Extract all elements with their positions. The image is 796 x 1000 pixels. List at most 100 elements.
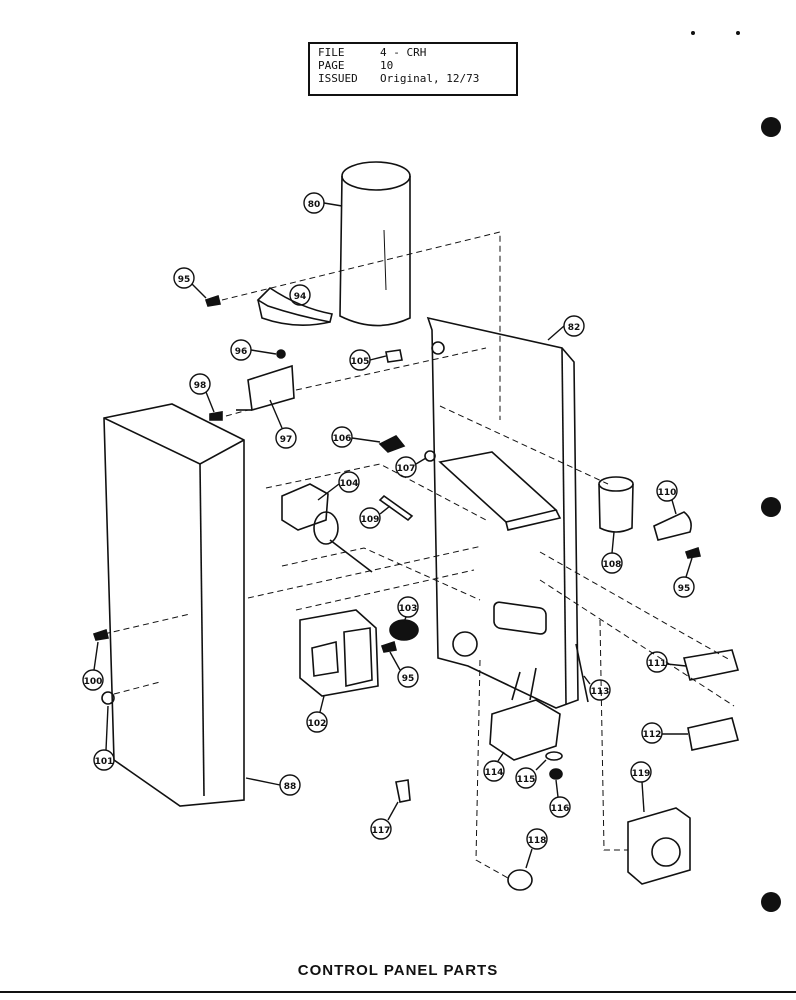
svg-text:101: 101 [95,757,114,767]
svg-text:104: 104 [340,479,359,489]
callout-117: 117 [370,801,399,840]
svg-text:108: 108 [603,560,622,570]
strain-relief-bushing-part [507,869,533,891]
svg-text:112: 112 [643,730,662,740]
callout-118: 118 [525,828,548,869]
washer-part [545,751,563,761]
punch-hole-dot [761,892,781,912]
file-value: 4 - CRH [380,46,427,59]
knob-part [378,434,406,453]
callout-95: 95 [673,557,695,598]
relay-box-part [281,483,373,573]
callout-105: 105 [349,349,387,371]
callout-114: 114 [483,751,505,782]
callout-94: 94 [289,284,311,306]
callout-93: 98 [189,373,215,413]
callout-106: 106 [331,426,381,448]
mounting-bracket-part [236,364,295,412]
callout-95: 95 [389,651,419,688]
callout-110: 110 [656,480,678,515]
terminal-cover-part [389,619,419,641]
punch-hole-dot [761,497,781,517]
file-info-row-file: FILE 4 - CRH [318,46,508,59]
callout-97: 97 [269,399,297,449]
callout-109: 109 [359,505,391,529]
callout-102: 102 [306,695,328,733]
timer-box-part [627,807,691,885]
back-panel-part [426,316,579,709]
file-label: FILE [318,46,345,59]
transformer-part [489,667,561,761]
bottom-rule [0,991,796,993]
callout-104: 104 [317,471,360,501]
callout-111: 111 [646,651,687,673]
retainer-clip-part [378,494,414,522]
registration-dot [736,31,740,35]
callout-103: 103 [397,596,419,623]
callout-82: 82 [547,315,585,341]
callout-107: 107 [395,456,427,478]
callout-100: 100 [82,641,104,691]
svg-text:82: 82 [568,323,581,333]
svg-text:95: 95 [402,674,415,684]
callout-113: 113 [583,675,611,701]
registration-dot [691,31,695,35]
file-info-row-issued: ISSUED Original, 12/73 [318,72,508,85]
terminal-block-part [687,717,739,751]
page-title: CONTROL PANEL PARTS [297,962,499,979]
svg-text:119: 119 [632,769,651,779]
bushing-part [385,349,403,363]
callout-96: 96 [230,339,277,361]
svg-text:88: 88 [284,782,297,792]
callout-101: 101 [93,705,115,771]
assembly-guide-lines [103,231,735,879]
callout-layer: 80 82 88 98 94 95 95 95 96 97 100 101 10… [82,192,695,869]
svg-text:117: 117 [372,826,391,836]
issued-label: ISSUED [318,72,358,85]
svg-text:116: 116 [551,804,570,814]
callout-115: 115 [515,759,547,789]
svg-text:97: 97 [280,435,293,445]
screw-part [209,411,223,421]
screw-part [276,349,286,359]
callout-80: 80 [303,192,343,214]
svg-text:107: 107 [397,464,416,474]
svg-text:111: 111 [648,659,667,669]
svg-text:98: 98 [194,381,207,391]
screw-part [204,294,221,307]
svg-text:110: 110 [658,488,677,498]
callout-119: 119 [630,761,652,813]
svg-text:109: 109 [361,515,380,525]
svg-text:106: 106 [333,434,352,444]
cover-bracket-part [256,286,333,326]
svg-text:115: 115 [517,775,536,785]
side-panel-part [103,403,245,807]
punch-hole-dot [761,117,781,137]
capacitor-part [598,476,634,533]
shelf-bracket-part [438,451,562,531]
svg-text:94: 94 [294,292,307,302]
screw-part [380,640,397,653]
callout-112: 112 [641,722,688,744]
svg-text:105: 105 [351,357,370,367]
svg-text:118: 118 [528,836,547,846]
nut-part [549,768,563,780]
page-value: 10 [380,59,394,72]
oval-cover-part [339,161,411,327]
callout-108: 108 [601,531,623,574]
file-info-row-page: PAGE 10 [318,59,508,72]
grommet-part [424,450,436,462]
svg-text:95: 95 [178,275,191,285]
svg-text:96: 96 [235,347,248,357]
svg-text:95: 95 [678,584,691,594]
svg-text:102: 102 [308,719,327,729]
callout-95: 95 [173,267,207,299]
svg-text:113: 113 [591,687,610,697]
svg-text:114: 114 [485,768,504,778]
issued-value: Original, 12/73 [380,72,480,85]
terminal-block-part [682,649,740,681]
file-info-box: FILE 4 - CRH PAGE 10 ISSUED Original, 12… [308,42,518,96]
callout-88: 88 [245,774,301,796]
